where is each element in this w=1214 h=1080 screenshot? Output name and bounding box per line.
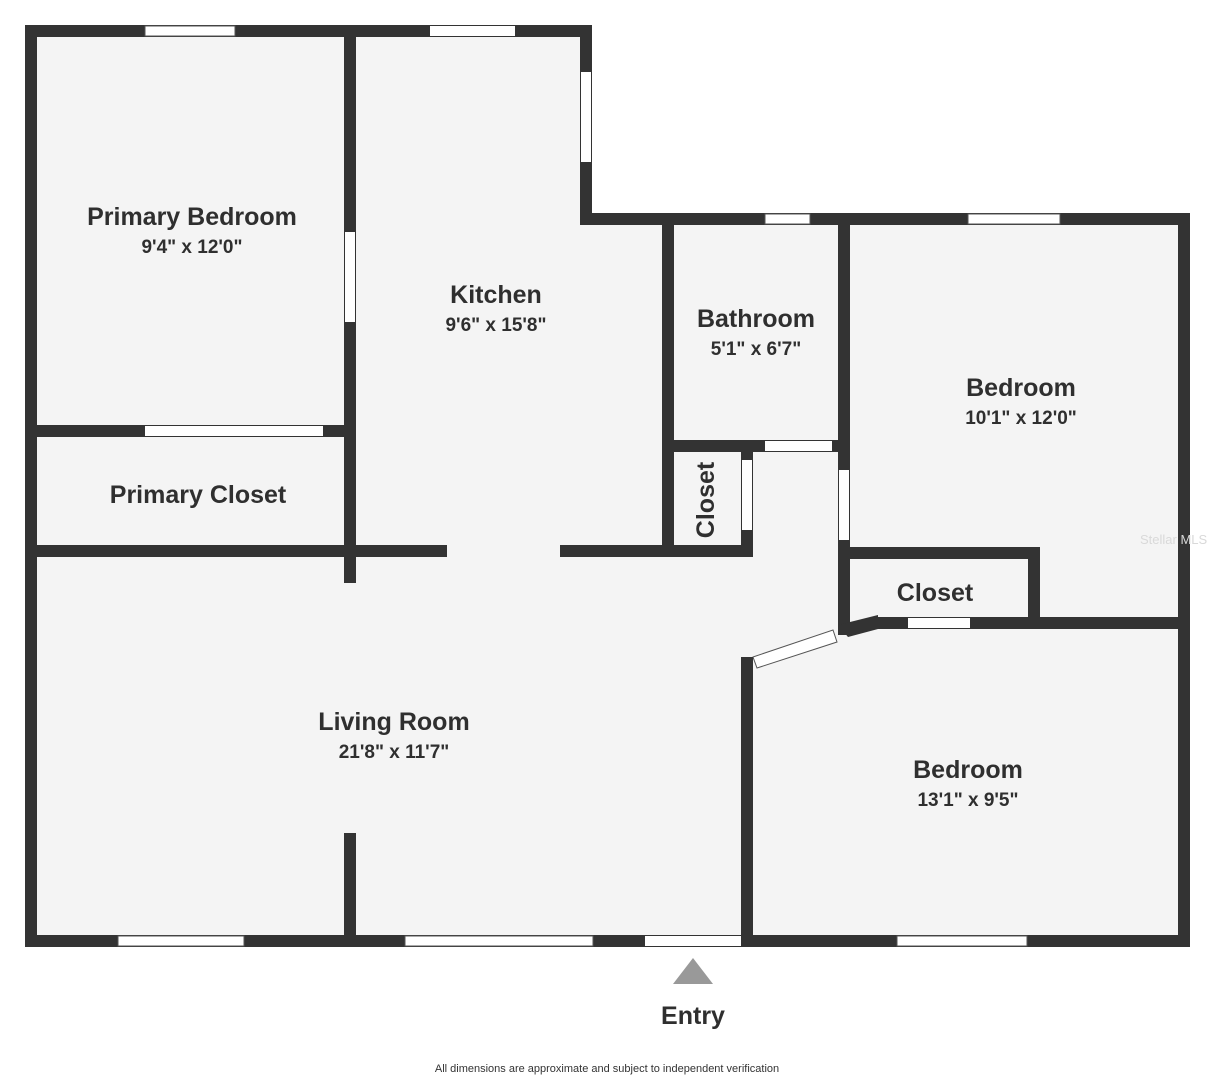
room-name: Bathroom bbox=[697, 305, 815, 333]
room-label-bedroom-1: Bedroom 10'1" x 12'0" bbox=[965, 374, 1077, 429]
room-label-hall-closet: Closet bbox=[692, 461, 720, 538]
room-name: Primary Bedroom bbox=[87, 203, 297, 231]
room-name: Living Room bbox=[318, 708, 469, 736]
room-name: Primary Closet bbox=[110, 481, 287, 509]
room-label-living-room: Living Room 21'8" x 11'7" bbox=[318, 708, 469, 763]
bedroom-door-opening bbox=[741, 629, 838, 669]
room-name: Closet bbox=[692, 461, 720, 538]
watermark: Stellar MLS bbox=[1140, 532, 1208, 547]
room-name: Kitchen bbox=[450, 281, 542, 309]
room-name: Bedroom bbox=[913, 756, 1023, 784]
room-dimensions: 5'1" x 6'7" bbox=[711, 339, 801, 360]
room-dimensions: 9'4" x 12'0" bbox=[141, 237, 242, 258]
room-label-bedroom-closet: Closet bbox=[897, 579, 974, 607]
room-dimensions: 13'1" x 9'5" bbox=[917, 790, 1018, 811]
room-name: Closet bbox=[897, 579, 974, 607]
dimensions-disclaimer: All dimensions are approximate and subje… bbox=[435, 1063, 779, 1075]
floor-area bbox=[30, 30, 1185, 942]
room-label-primary-closet: Primary Closet bbox=[110, 481, 287, 509]
windows bbox=[117, 25, 1061, 947]
room-dimensions: 9'6" x 15'8" bbox=[445, 315, 546, 336]
entry-arrow-icon bbox=[673, 958, 713, 984]
room-dimensions: 10'1" x 12'0" bbox=[965, 408, 1077, 429]
room-label-bedroom-2: Bedroom 13'1" x 9'5" bbox=[913, 756, 1023, 811]
room-dimensions: 21'8" x 11'7" bbox=[339, 742, 450, 763]
room-label-bathroom: Bathroom 5'1" x 6'7" bbox=[697, 305, 815, 360]
entry-label: Entry bbox=[661, 1002, 725, 1030]
room-label-primary-bedroom: Primary Bedroom 9'4" x 12'0" bbox=[87, 203, 297, 258]
room-name: Bedroom bbox=[966, 374, 1076, 402]
room-label-kitchen: Kitchen 9'6" x 15'8" bbox=[445, 281, 546, 336]
